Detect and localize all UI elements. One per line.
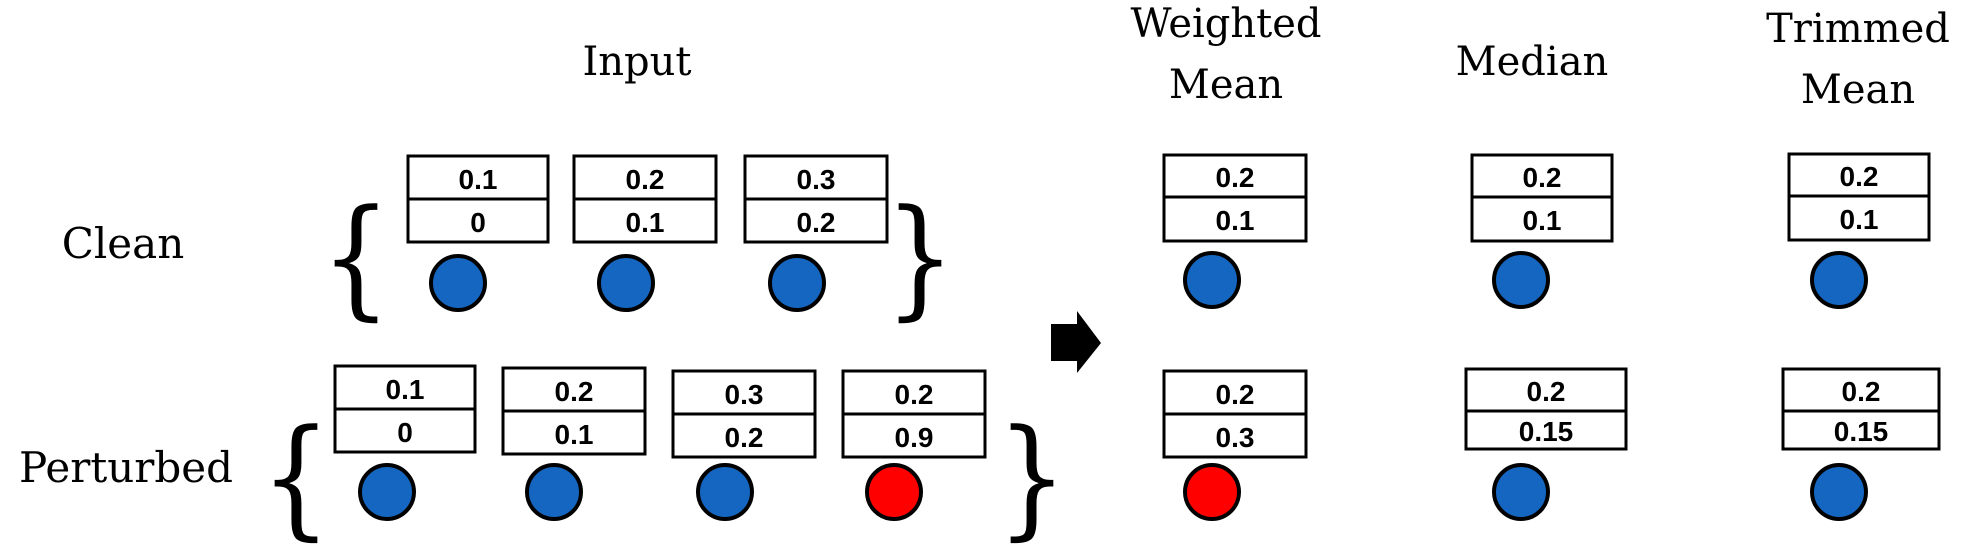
value-top: 0.2 (1216, 162, 1255, 193)
row-label-clean: Clean (62, 219, 185, 268)
perturbed-output-trimmed-mean: 0.2 0.15 (1781, 367, 1941, 521)
value-top: 0.2 (1840, 161, 1879, 192)
node-circle (696, 463, 754, 521)
value-box (1781, 367, 1941, 451)
value-top: 0.2 (626, 164, 665, 195)
arrow-right-icon (1051, 311, 1101, 373)
brace-clean-close: } (885, 182, 955, 333)
header-trimmed-mean-line1: Trimmed (1766, 6, 1950, 52)
value-box (1464, 367, 1628, 451)
perturbed-input-4: 0.2 0.9 (841, 369, 987, 521)
node-circle (358, 463, 416, 521)
value-bottom: 0.1 (555, 419, 594, 450)
value-bottom: 0 (397, 417, 413, 448)
value-top: 0.2 (1842, 376, 1881, 407)
node-circle (1810, 251, 1868, 309)
node-circle (1183, 463, 1241, 521)
node-circle (865, 463, 923, 521)
node-circle (1492, 251, 1550, 309)
perturbed-input-2: 0.2 0.1 (501, 366, 647, 521)
header-trimmed-mean-line2: Mean (1801, 67, 1915, 113)
row-label-perturbed: Perturbed (19, 443, 233, 492)
brace-perturbed-close: } (997, 402, 1067, 544)
value-bottom: 0.1 (626, 207, 665, 238)
perturbed-input-3: 0.3 0.2 (671, 369, 817, 521)
clean-input-1: 0.1 0 (406, 154, 550, 312)
value-bottom: 0.15 (1519, 416, 1574, 447)
value-bottom: 0.1 (1840, 204, 1879, 235)
clean-output-median: 0.2 0.1 (1470, 153, 1614, 309)
brace-clean-open: { (321, 182, 391, 333)
value-top: 0.2 (1527, 376, 1566, 407)
perturbed-output-weighted-mean: 0.2 0.3 (1162, 369, 1308, 521)
clean-output-trimmed-mean: 0.2 0.1 (1787, 152, 1931, 309)
value-bottom: 0.3 (1216, 422, 1255, 453)
value-bottom: 0.15 (1834, 416, 1889, 447)
header-weighted-mean-line1: Weighted (1130, 1, 1321, 47)
clean-output-weighted-mean: 0.2 0.1 (1162, 153, 1308, 309)
clean-input-3: 0.3 0.2 (743, 154, 889, 312)
value-top: 0.2 (1523, 162, 1562, 193)
perturbed-input-1: 0.1 0 (333, 364, 477, 521)
header-weighted-mean-line2: Mean (1169, 62, 1283, 108)
header-median: Median (1456, 39, 1609, 85)
value-bottom: 0.1 (1216, 205, 1255, 236)
node-circle (597, 254, 655, 312)
value-top: 0.2 (895, 379, 934, 410)
value-top: 0.1 (386, 374, 425, 405)
value-top: 0.1 (459, 164, 498, 195)
header-input: Input (582, 39, 691, 85)
node-circle (1183, 251, 1241, 309)
node-circle (1492, 463, 1550, 521)
node-circle (429, 254, 487, 312)
brace-perturbed-open: { (261, 402, 331, 544)
node-circle (525, 463, 583, 521)
value-bottom: 0.1 (1523, 205, 1562, 236)
value-top: 0.3 (725, 379, 764, 410)
node-circle (768, 254, 826, 312)
value-bottom: 0.2 (797, 207, 836, 238)
value-top: 0.2 (1216, 379, 1255, 410)
value-bottom: 0.9 (895, 422, 934, 453)
value-bottom: 0.2 (725, 422, 764, 453)
node-circle (1810, 463, 1868, 521)
value-bottom: 0 (470, 207, 486, 238)
value-top: 0.2 (555, 376, 594, 407)
perturbed-output-median: 0.2 0.15 (1464, 367, 1628, 521)
value-top: 0.3 (797, 164, 836, 195)
clean-input-2: 0.2 0.1 (572, 154, 718, 312)
